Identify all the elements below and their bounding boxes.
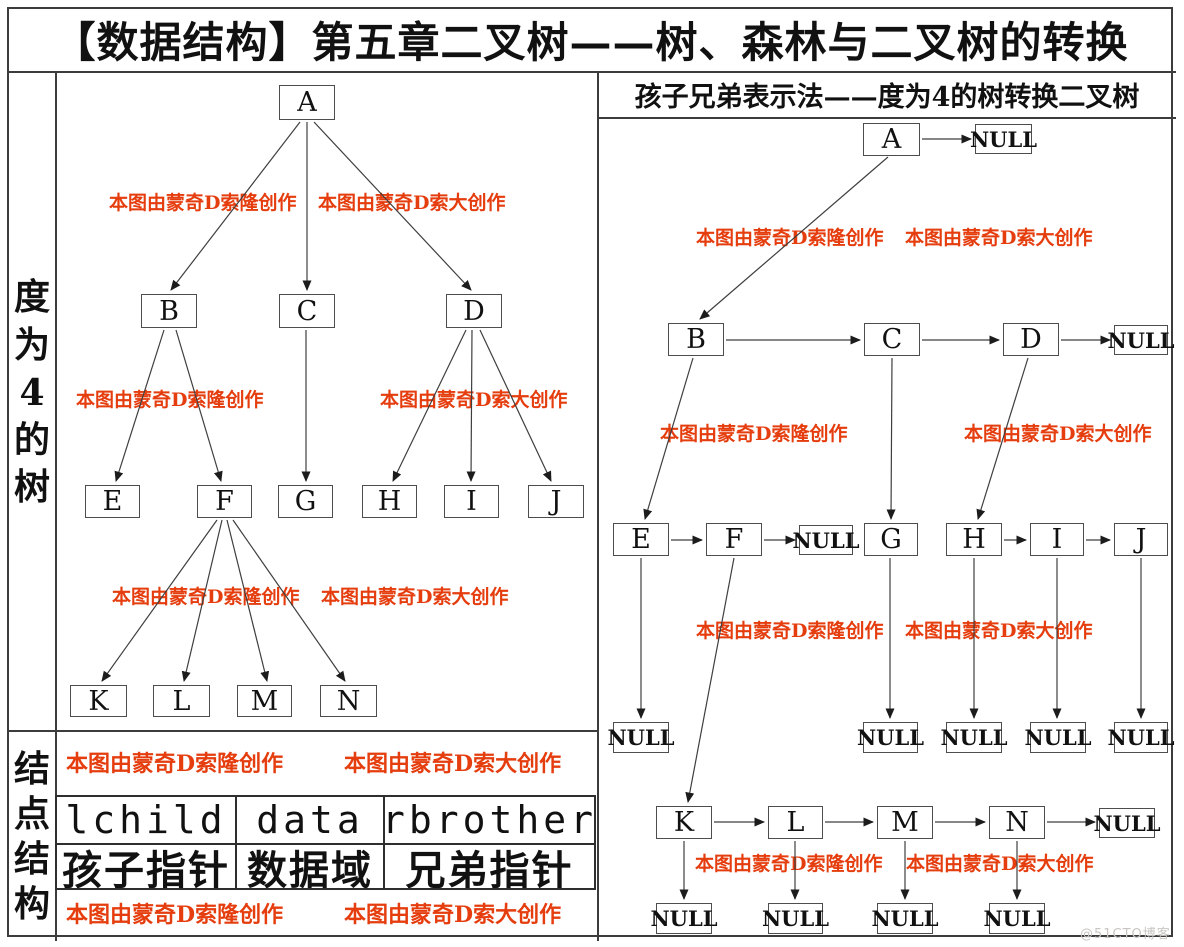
right-node-i: I — [1030, 523, 1084, 556]
right-node-n: N — [989, 806, 1045, 839]
watermark-text: 本图由蒙奇D索隆创作 — [696, 227, 884, 249]
left-tree-node-b: B — [141, 294, 197, 328]
right-null-after-f: NULL — [792, 525, 860, 555]
left-tree-node-d: D — [446, 294, 502, 328]
right-null-child-of-m: NULL — [871, 903, 939, 934]
right-null-child-of-i: NULL — [1024, 722, 1092, 753]
watermark-text: 本图由蒙奇D索隆创作 — [660, 423, 848, 445]
left-tree-node-n: N — [320, 685, 377, 717]
watermark-text: 本图由蒙奇D索大创作 — [905, 620, 1093, 642]
left-tree-node-e: E — [85, 485, 140, 518]
left-tree-node-h: H — [362, 485, 417, 518]
node-structure-table: lchild data rbrother 孩子指针 数据域 兄弟指针 — [55, 795, 596, 890]
right-node-d: D — [1003, 323, 1059, 356]
right-node-h: H — [946, 523, 1002, 556]
right-null-after-n: NULL — [1093, 808, 1161, 838]
watermark-text: 本图由蒙奇D索隆创作 — [112, 586, 300, 608]
right-null-child-of-h: NULL — [940, 722, 1008, 753]
sidebar-label-char: 树 — [13, 466, 50, 508]
right-node-c: C — [864, 323, 920, 356]
sidebar-label-char: 构 — [13, 883, 50, 925]
title-divider — [8, 71, 1176, 73]
watermark-text: 本图由蒙奇D索大创作 — [344, 902, 562, 928]
watermark-text: 本图由蒙奇D索大创作 — [906, 853, 1094, 875]
table-header-data: data — [237, 797, 385, 845]
right-node-a: A — [863, 123, 920, 156]
sidebar-label-char: 度 — [13, 276, 50, 318]
sidebar-label-char: 的 — [13, 419, 50, 461]
right-node-f: F — [706, 523, 762, 556]
table-header-rbrother: rbrother — [385, 797, 594, 845]
table-header-lchild: lchild — [57, 797, 237, 845]
sidebar-label-char: 为 — [13, 324, 50, 366]
left-tree-node-f: F — [197, 485, 252, 518]
table-label-sibling-pointer: 兄弟指针 — [405, 846, 574, 889]
right-node-m: M — [877, 806, 933, 839]
watermark-text: 本图由蒙奇D索隆创作 — [109, 192, 297, 214]
table-label-child-pointer: 孩子指针 — [57, 845, 237, 888]
right-null-child-of-e: NULL — [607, 722, 675, 753]
right-null-child-of-n: NULL — [983, 903, 1051, 934]
right-node-j: J — [1114, 523, 1168, 556]
right-null-after-a: NULL — [970, 124, 1037, 154]
sidebar-label-char: 结 — [13, 838, 50, 880]
watermark-text: 本图由蒙奇D索隆创作 — [76, 389, 264, 411]
left-tree-node-i: I — [444, 485, 499, 518]
left-tree-node-m: M — [237, 685, 292, 717]
right-node-e: E — [613, 523, 669, 556]
watermark-text: 本图由蒙奇D索大创作 — [344, 751, 562, 777]
sidebar-divider — [55, 71, 57, 941]
right-null-child-of-k: NULL — [650, 903, 718, 934]
watermark-text: 本图由蒙奇D索大创作 — [964, 423, 1152, 445]
right-null-child-of-l: NULL — [762, 903, 829, 934]
watermark-text: 本图由蒙奇D索隆创作 — [695, 853, 883, 875]
watermark-text: 本图由蒙奇D索隆创作 — [66, 751, 284, 777]
watermark-text: 本图由蒙奇D索大创作 — [380, 389, 568, 411]
sidebar-label-char: 4 — [19, 372, 45, 414]
panel-divider — [597, 71, 599, 941]
sidebar-label-char: 结 — [13, 748, 50, 790]
watermark-text: 本图由蒙奇D索大创作 — [318, 192, 506, 214]
site-watermark: @51CTO博客 — [1080, 927, 1171, 942]
left-tree-node-a: A — [279, 85, 335, 120]
left-tree-node-c: C — [279, 294, 335, 328]
watermark-text: 本图由蒙奇D索隆创作 — [66, 902, 284, 928]
left-tree-node-k: K — [70, 685, 127, 717]
right-null-child-of-g: NULL — [857, 722, 924, 753]
right-node-g: G — [864, 523, 918, 556]
right-node-b: B — [668, 323, 724, 356]
watermark-text: 本图由蒙奇D索隆创作 — [696, 620, 884, 642]
right-panel-title: 孩子兄弟表示法——度为4的树转换二叉树 — [634, 82, 1140, 113]
left-section-divider — [8, 730, 598, 732]
right-null-child-of-j: NULL — [1107, 722, 1175, 753]
table-label-data-field: 数据域 — [237, 845, 385, 888]
right-null-after-d: NULL — [1107, 325, 1175, 355]
watermark-text: 本图由蒙奇D索大创作 — [905, 227, 1093, 249]
left-tree-node-l: L — [153, 685, 210, 717]
sidebar-label-char: 点 — [13, 793, 50, 835]
left-tree-node-g: G — [278, 485, 333, 518]
right-header-divider — [598, 117, 1176, 119]
right-node-k: K — [656, 806, 712, 839]
watermark-text: 本图由蒙奇D索大创作 — [321, 586, 509, 608]
left-tree-node-j: J — [528, 485, 584, 518]
page-title: 【数据结构】第五章二叉树——树、森林与二叉树的转换 — [53, 17, 1129, 67]
right-node-l: L — [768, 806, 823, 839]
